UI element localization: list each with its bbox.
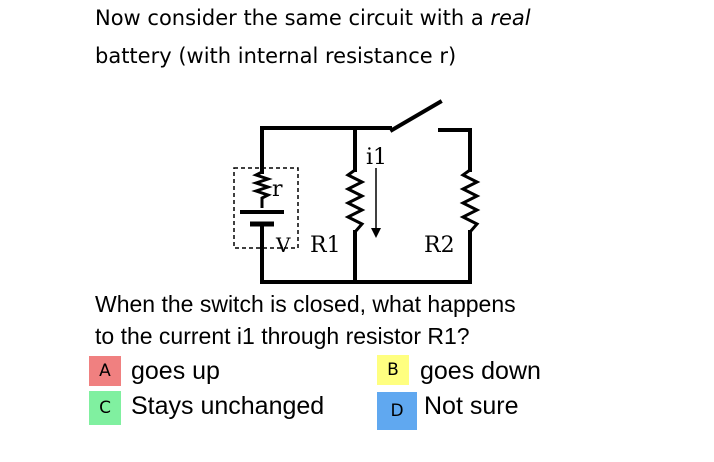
option-c-text[interactable]: Stays unchanged (131, 392, 325, 420)
internal-resistor-r (251, 170, 273, 208)
resistor-r2 (459, 168, 481, 233)
option-d-letter: D (390, 401, 404, 421)
resistor-r1 (344, 168, 366, 233)
switch-blade (389, 99, 443, 133)
option-d-badge[interactable]: D (377, 392, 417, 430)
label-v: V (275, 233, 291, 257)
label-r2: R2 (424, 233, 455, 258)
option-a-letter: A (99, 361, 111, 381)
intro-line-1-prefix: Now consider the same circuit with a (95, 6, 491, 30)
intro-line-2: battery (with internal resistance r) (95, 44, 457, 68)
label-r: r (272, 177, 283, 202)
battery-dashed-box (233, 167, 299, 249)
option-b-badge[interactable]: B (377, 355, 409, 385)
option-d-text[interactable]: Not sure (424, 392, 519, 420)
option-c-letter: C (99, 398, 111, 418)
label-r1: R1 (310, 233, 341, 258)
option-c-badge[interactable]: C (89, 391, 121, 425)
option-b-text[interactable]: goes down (420, 357, 541, 385)
label-i1: i1 (366, 145, 387, 170)
current-arrow-head (371, 228, 381, 238)
intro-emphasis: real (490, 6, 531, 30)
option-a-text[interactable]: goes up (131, 357, 220, 385)
option-b-letter: B (387, 360, 399, 380)
intro-line-1: Now consider the same circuit with a rea… (95, 6, 531, 30)
question-line-2: to the current i1 through resistor R1? (95, 323, 470, 349)
option-a-badge[interactable]: A (89, 356, 121, 386)
question-line-1: When the switch is closed, what happens (95, 291, 516, 317)
